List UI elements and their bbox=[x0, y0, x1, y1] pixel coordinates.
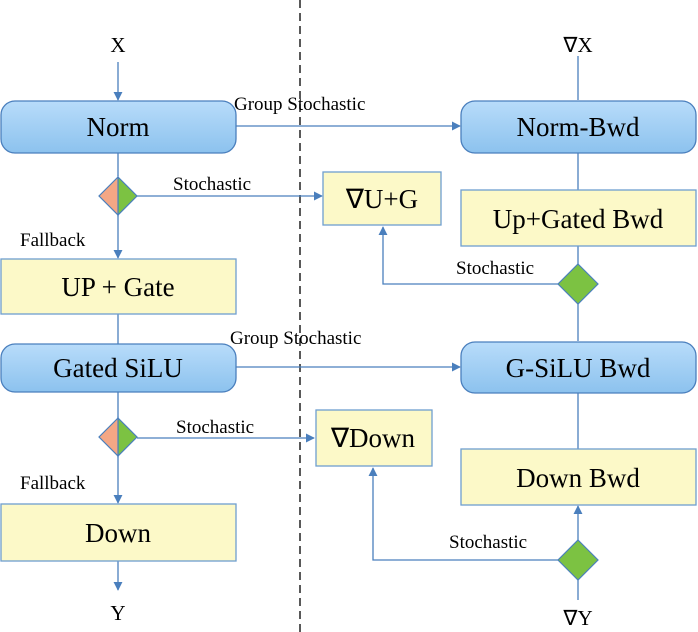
backward-stochastic-label-2: Stochastic bbox=[449, 532, 527, 553]
grad-down-label: ∇Down bbox=[330, 423, 416, 453]
grad-x-label: ∇X bbox=[562, 33, 592, 57]
gsilu-bwd-box: G-SiLU Bwd bbox=[460, 341, 697, 394]
forward-decision-2 bbox=[98, 416, 138, 458]
upgate-label: UP + Gate bbox=[61, 272, 174, 302]
grad-ug-box: ∇U+G bbox=[322, 171, 442, 226]
up-gated-bwd-box: Up+Gated Bwd bbox=[460, 189, 697, 247]
arrow-bwd-stochastic-to-grad-ug bbox=[378, 226, 558, 285]
norm-label: Norm bbox=[87, 112, 150, 142]
gated-silu-box: Gated SiLU bbox=[0, 343, 237, 393]
down-label: Down bbox=[85, 518, 151, 548]
down-box: Down bbox=[0, 503, 237, 562]
norm-bwd-label: Norm-Bwd bbox=[517, 112, 640, 142]
grad-y-label: ∇Y bbox=[562, 606, 592, 630]
backward-stochastic-label-1: Stochastic bbox=[456, 258, 534, 279]
forward-stochastic-label-2: Stochastic bbox=[176, 417, 254, 438]
fallback-label-1: Fallback bbox=[20, 230, 86, 251]
up-gated-bwd-label: Up+Gated Bwd bbox=[493, 204, 664, 234]
grad-ug-label: ∇U+G bbox=[345, 184, 418, 214]
gsilu-bwd-label: G-SiLU Bwd bbox=[506, 353, 651, 383]
backward-decision-1 bbox=[557, 263, 599, 305]
group-stochastic-label-1: Group Stochastic bbox=[234, 94, 365, 115]
forward-stochastic-label-1: Stochastic bbox=[173, 174, 251, 195]
forward-decision-1 bbox=[98, 175, 138, 217]
norm-bwd-box: Norm-Bwd bbox=[460, 100, 697, 154]
group-stochastic-label-2: Group Stochastic bbox=[230, 328, 361, 349]
arrow-bwd-stochastic-to-grad-down bbox=[368, 467, 558, 561]
backward-decision-2 bbox=[557, 539, 599, 581]
fallback-label-2: Fallback bbox=[20, 473, 86, 494]
norm-box: Norm bbox=[0, 100, 237, 154]
upgate-box: UP + Gate bbox=[0, 258, 237, 315]
grad-down-box: ∇Down bbox=[315, 409, 433, 467]
gated-silu-label: Gated SiLU bbox=[53, 353, 183, 383]
input-x-label: X bbox=[110, 33, 125, 57]
down-bwd-label: Down Bwd bbox=[516, 463, 640, 493]
down-bwd-box: Down Bwd bbox=[460, 448, 697, 506]
output-y-label: Y bbox=[110, 601, 125, 625]
